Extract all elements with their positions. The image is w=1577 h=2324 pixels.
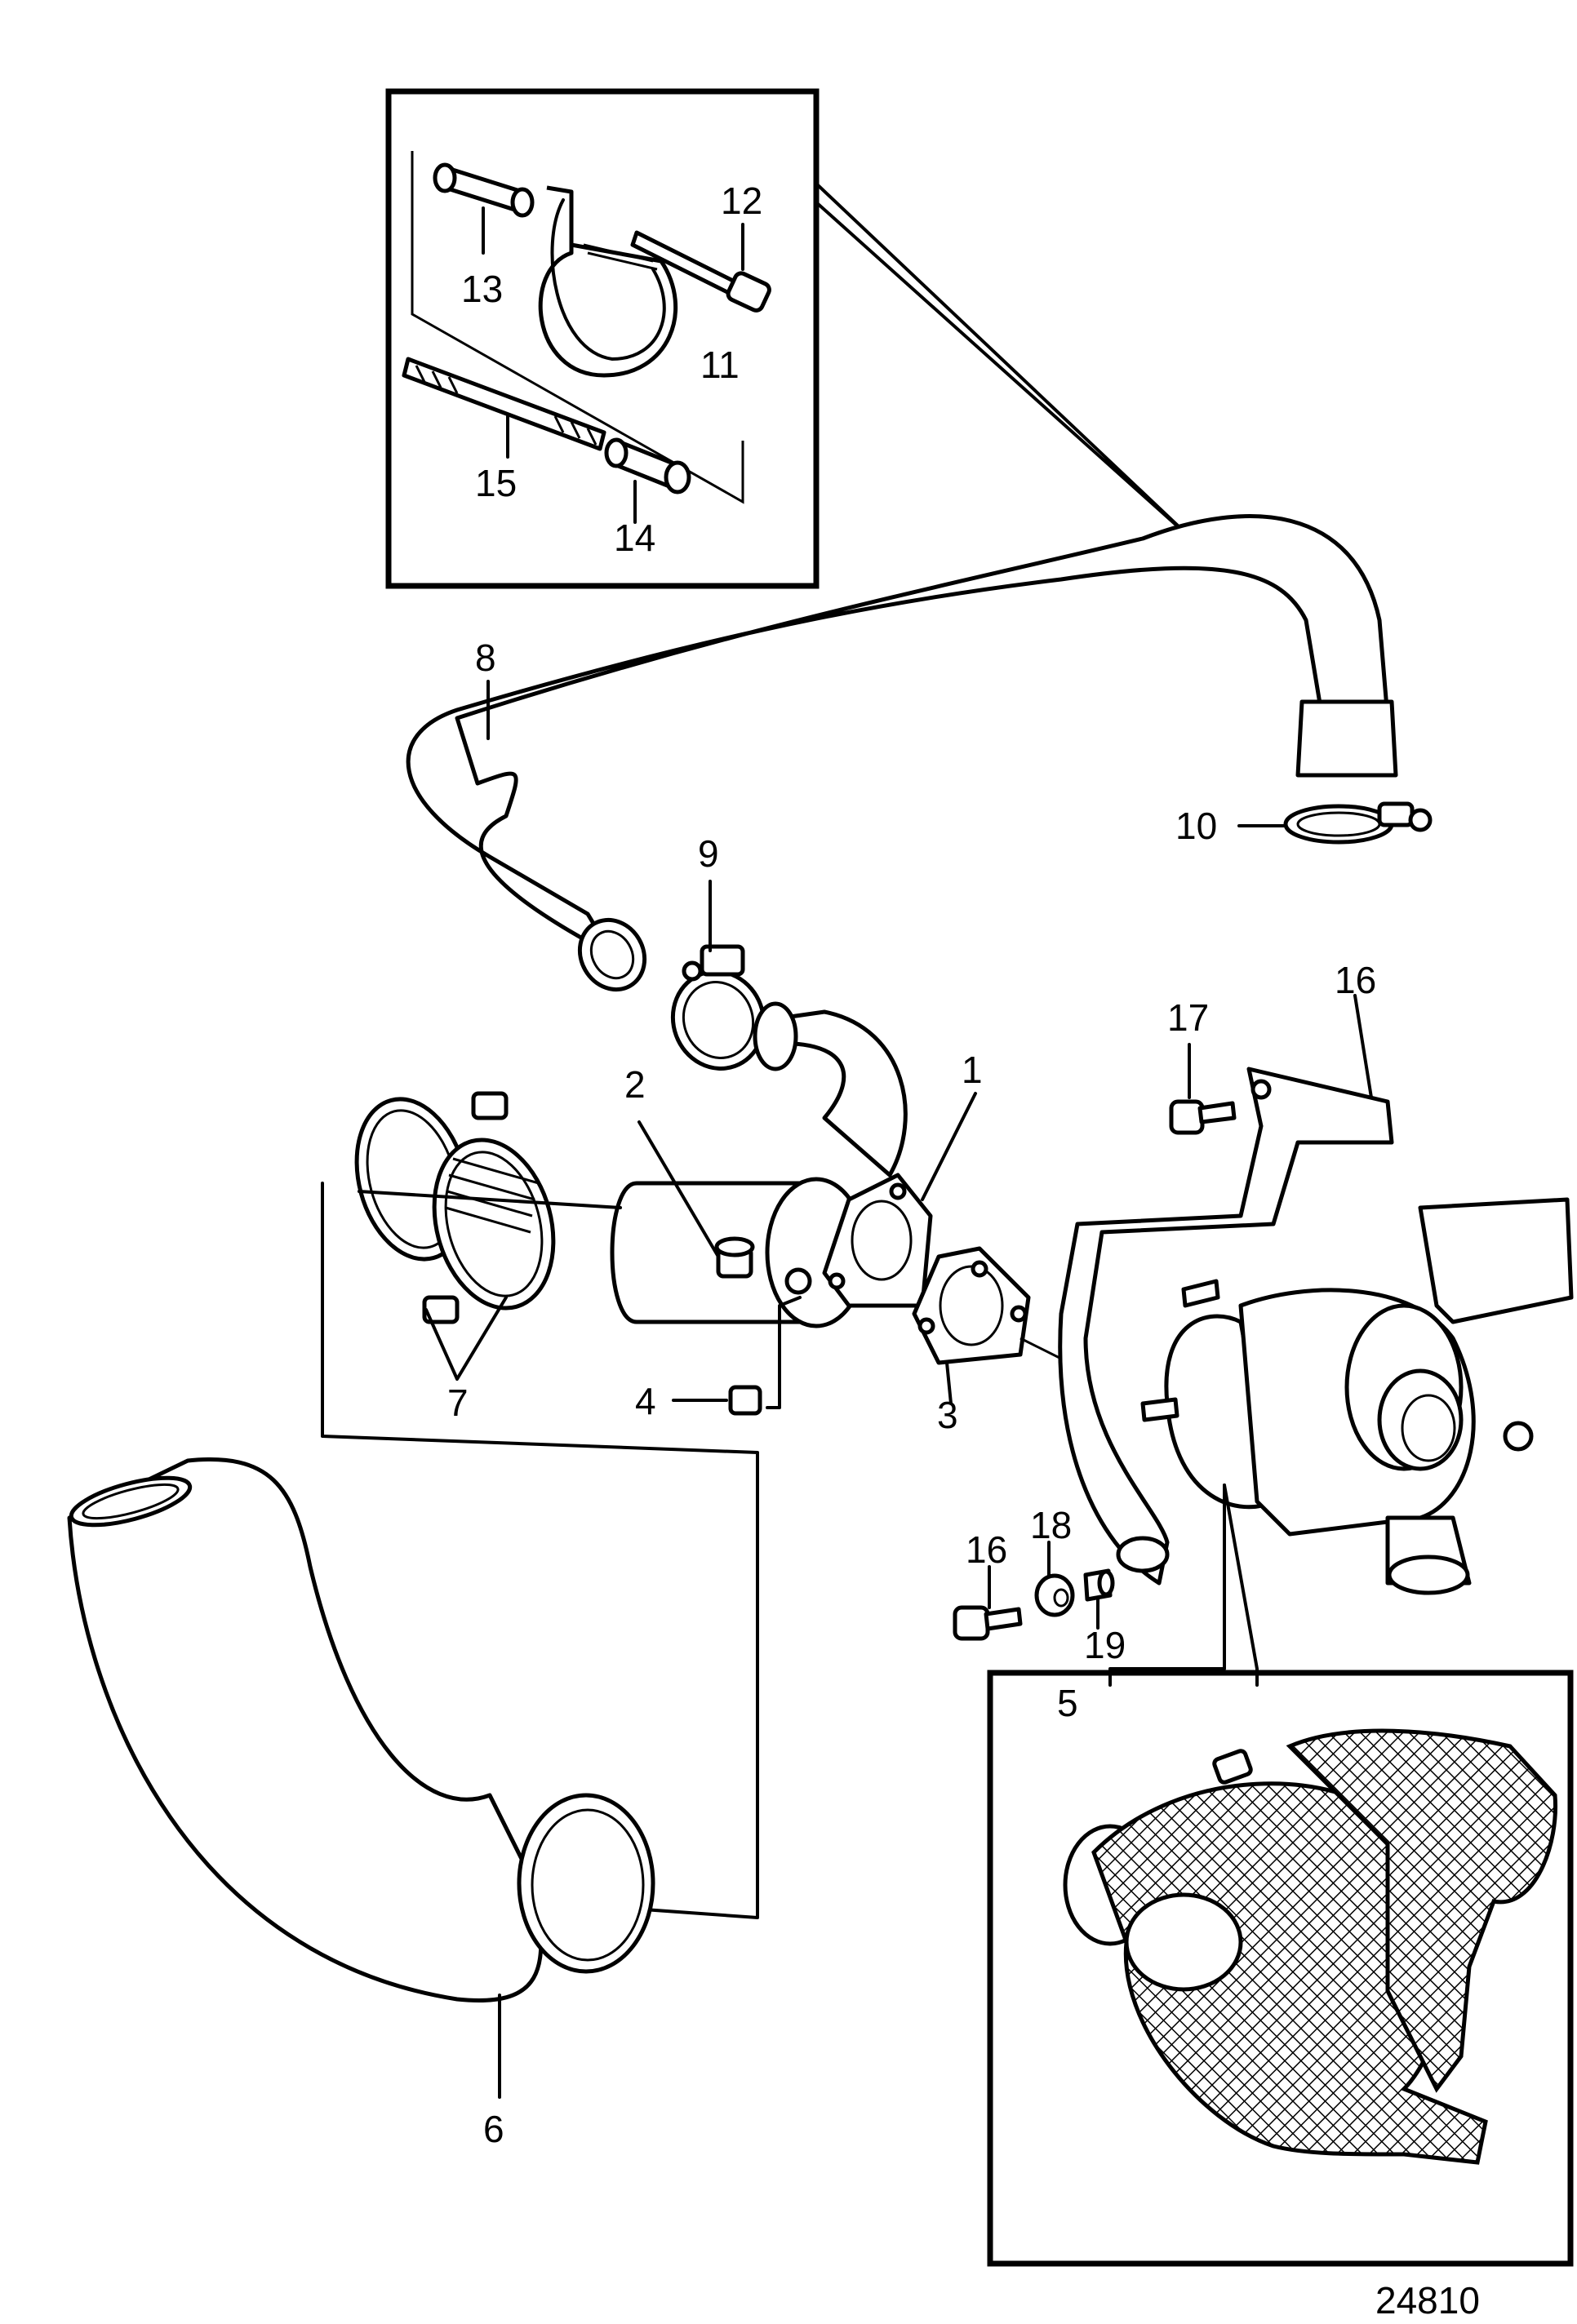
part-19-spacer	[1083, 1568, 1115, 1630]
part-17-bolt	[1169, 1043, 1237, 1135]
label-13: 13	[461, 268, 503, 310]
drawing-number: 24810	[1375, 2279, 1480, 2322]
part-6-elbow-hose	[67, 1457, 655, 2099]
label-16-lower: 16	[966, 1528, 1007, 1571]
label-7: 7	[447, 1382, 469, 1424]
part-16-bracket	[1058, 994, 1394, 1586]
label-8: 8	[475, 636, 496, 679]
label-2: 2	[624, 1063, 646, 1106]
label-5: 5	[1057, 1682, 1078, 1724]
part-12-bolt	[630, 230, 771, 313]
part-8-hose	[406, 514, 1398, 992]
part-13-sleeve	[433, 162, 535, 218]
label-3: 3	[937, 1394, 958, 1436]
label-6: 6	[483, 2108, 504, 2150]
label-15: 15	[475, 462, 517, 504]
label-9: 9	[698, 832, 719, 875]
label-17: 17	[1167, 996, 1209, 1039]
label-18: 18	[1030, 1504, 1072, 1546]
label-4: 4	[635, 1380, 656, 1422]
label-12: 12	[721, 180, 762, 222]
part-16-bolt-lower	[953, 1565, 1023, 1641]
part-4-nut	[672, 1296, 802, 1416]
label-16-upper: 16	[1335, 959, 1376, 1001]
part-15-stud	[402, 357, 606, 451]
muffler-body	[610, 1120, 868, 1328]
small-pipe	[753, 1001, 908, 1178]
part-9-clamp	[670, 880, 766, 1071]
part-11-p-clamp	[538, 185, 678, 378]
label-14: 14	[614, 517, 655, 559]
turbocharger	[1108, 1197, 1574, 1687]
part-18-washer	[1034, 1541, 1075, 1617]
label-10: 10	[1175, 805, 1217, 847]
part-labels: 1 2 3 4 5 6 7 8 9 10 11 12 13 14 15 16 1…	[447, 180, 1480, 2322]
hose-6-leader	[321, 1182, 759, 1919]
part-14-sleeve	[604, 437, 691, 495]
label-19: 19	[1084, 1624, 1126, 1666]
part-10-clamp	[1237, 801, 1433, 845]
inset-box-bottom	[987, 1670, 1574, 2267]
part-7-clamps	[354, 1091, 556, 1381]
shield-opening	[1124, 1892, 1243, 1992]
label-11: 11	[700, 344, 740, 386]
part-3-gasket	[912, 1246, 1078, 1405]
label-1: 1	[962, 1049, 983, 1091]
inset-box-top	[385, 88, 820, 589]
inset-top-leader	[815, 182, 1197, 544]
